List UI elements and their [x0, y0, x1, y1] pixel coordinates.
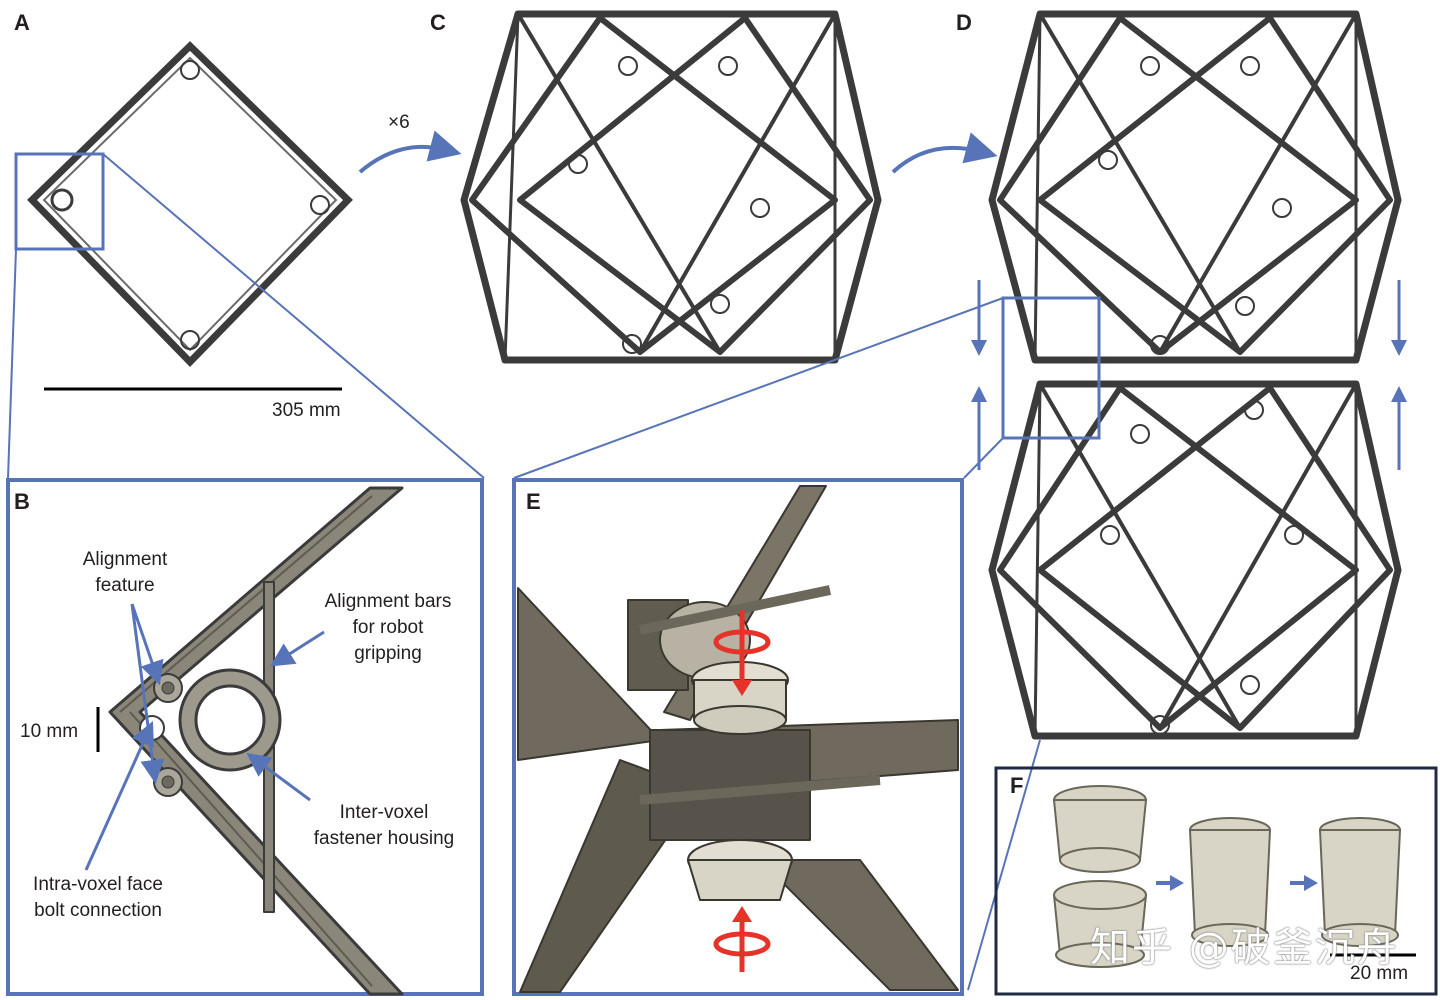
zoom-line-d-e-1 [513, 297, 1004, 479]
zoom-line-a-b-1 [7, 248, 17, 479]
panel-b-callouts [84, 603, 325, 871]
panel-e-connector [517, 485, 959, 993]
panel-a-face [27, 41, 353, 368]
panel-label-a: A [14, 10, 30, 35]
label-alignment-feature: Alignment feature [82, 549, 168, 596]
zoom-line-d-e-2 [963, 437, 1004, 479]
panel-d-voxel-top [988, 10, 1402, 364]
zoom-line-a-b-2 [102, 153, 485, 479]
panel-e-frame [512, 478, 964, 996]
panel-d-stack-arrows [971, 280, 1407, 470]
rotation-arrow-top-icon [713, 610, 771, 696]
scale-label-a: 305 mm [272, 400, 341, 421]
rotation-arrow-bottom-icon [713, 906, 771, 972]
arrow-a-to-c [358, 130, 462, 174]
panel-label-e: E [526, 489, 541, 514]
panel-label-b: B [14, 489, 30, 514]
multiplier-label: ×6 [388, 112, 410, 133]
label-intra-voxel: Intra-voxel face bolt connection [33, 874, 163, 921]
label-fastener-housing: Inter-voxel fastener housing [313, 802, 455, 849]
panel-f-frame [994, 766, 1438, 996]
label-alignment-bars: Alignment bars for robot gripping [324, 591, 452, 664]
zoom-line-d-f [967, 739, 1041, 991]
panel-label-d: D [956, 10, 972, 35]
panel-d-voxel-bottom [988, 380, 1402, 740]
arrow-c-to-d [891, 132, 998, 174]
panel-c-voxel [460, 10, 882, 364]
scale-label-b: 10 mm [20, 721, 79, 742]
panel-a-zoom-box [14, 152, 105, 251]
watermark: 知乎 @破釜沉舟 [1090, 925, 1399, 971]
panel-d-zoom-box [1001, 296, 1101, 440]
panel-label-c: C [430, 10, 446, 35]
scale-label-f: 20 mm [1350, 963, 1409, 984]
panel-b-frame [6, 478, 484, 996]
panel-label-f: F [1010, 773, 1024, 798]
panel-f-fasteners [1052, 785, 1402, 968]
panel-f-step-arrows [1156, 875, 1318, 891]
